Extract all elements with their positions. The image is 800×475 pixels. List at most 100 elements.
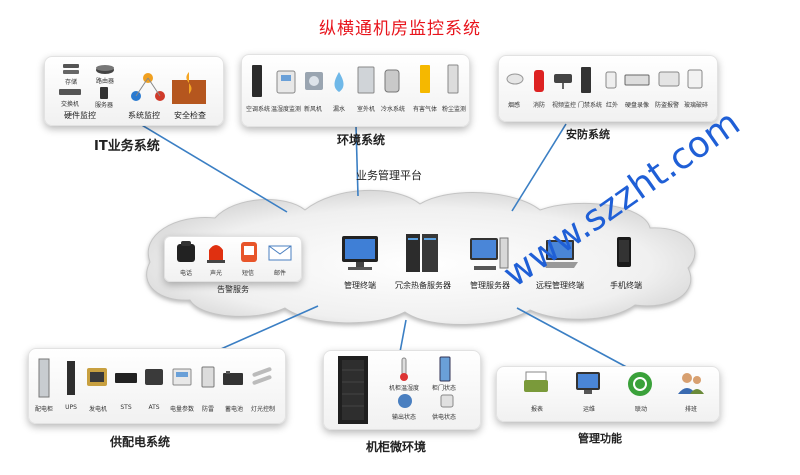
sec-item-2: 视频监控	[551, 102, 576, 109]
mobile-icon	[617, 237, 631, 267]
management-label: 管理功能	[578, 432, 622, 445]
link-env	[355, 125, 359, 197]
gas-sensor-icon	[420, 65, 430, 93]
fire-extinguisher-icon	[534, 70, 544, 92]
dust-sensor-icon	[447, 64, 459, 94]
fan-icon	[305, 72, 323, 90]
power-item-2: 发电机	[88, 406, 107, 413]
remote-terminal-label: 远程管理终端	[536, 281, 584, 290]
lightning-protector-icon	[201, 366, 215, 388]
hotstandby-label: 冗余热备服务器	[395, 281, 451, 290]
security-system-label: 安防系统	[566, 128, 610, 141]
mgmt-item-0: 报表	[530, 406, 543, 413]
outdoor-unit-icon	[357, 66, 375, 94]
mgmt-item-1: 运维	[582, 406, 595, 413]
linkage-refresh-icon	[628, 372, 652, 396]
cabinet-item-2: 输出状态	[391, 414, 416, 421]
power-item-4: ATS	[148, 404, 160, 411]
phone-icon	[177, 241, 195, 262]
alarm-service-label: 告警服务	[217, 285, 249, 294]
env-item-0: 空调系统	[245, 106, 270, 113]
power-item-8: 灯光控制	[250, 406, 275, 413]
distribution-cabinet-icon	[38, 358, 50, 398]
it-item-router: 路由器	[95, 78, 114, 85]
sec-item-7: 玻璃破碎	[683, 102, 708, 109]
sec-item-6: 防盗报警	[654, 102, 679, 109]
cabinet-system-label: 机柜微环境	[366, 440, 427, 454]
alarm-item-phone: 电话	[179, 270, 192, 277]
report-printer-icon	[524, 371, 548, 392]
env-item-6: 有害气体	[412, 106, 437, 113]
env-system-label: 环境系统	[337, 133, 386, 147]
power-meter-icon	[172, 368, 192, 386]
it-system-label: IT业务系统	[94, 139, 160, 154]
link-security	[511, 123, 567, 212]
switch-icon	[59, 89, 81, 95]
env-item-3: 漏水	[332, 106, 345, 113]
power-item-5: 电量参数	[169, 406, 194, 413]
page-title: 纵横通机房监控系统	[319, 19, 481, 39]
ops-monitor-icon	[576, 372, 600, 394]
link-management	[516, 307, 633, 371]
router-icon	[96, 65, 114, 74]
sec-item-3: 门禁系统	[578, 102, 603, 109]
cabinet-icon	[338, 356, 368, 424]
aircon-icon	[252, 65, 262, 97]
alarm-item-siren: 声光	[209, 270, 222, 277]
it-item-switch: 交换机	[60, 101, 79, 108]
env-item-5: 冷水系统	[380, 106, 405, 113]
mgmt-item-2: 联动	[634, 406, 647, 413]
server-icon	[100, 87, 108, 99]
link-it	[129, 117, 288, 213]
cloud-platform	[146, 189, 696, 325]
mgmt-item-3: 排班	[684, 406, 697, 413]
storage-icon	[63, 64, 79, 74]
env-item-1: 温湿度监测	[270, 106, 301, 113]
server-label: 管理服务器	[470, 281, 510, 290]
it-item-storage: 存储	[64, 79, 77, 86]
generator-icon	[87, 368, 107, 386]
mail-icon	[268, 245, 292, 261]
glass-break-icon	[687, 69, 703, 89]
alarm-icon	[658, 71, 680, 87]
siren-icon	[207, 245, 225, 263]
monitor-icon	[342, 236, 378, 270]
door-access-icon	[581, 67, 591, 93]
sec-item-5: 硬盘录像	[624, 102, 649, 109]
mobile-label: 手机终端	[610, 281, 642, 290]
alarm-item-mail: 邮件	[273, 270, 286, 277]
camera-icon	[554, 74, 572, 89]
link-cabinet	[399, 319, 407, 353]
output-status-icon	[398, 394, 412, 408]
power-item-6: 防雷	[201, 406, 214, 413]
nvr-icon	[624, 74, 650, 86]
server-workstation-icon	[470, 237, 509, 270]
it-item-server: 服务器	[94, 102, 113, 109]
cabinet-item-0: 机柜温湿度	[388, 385, 419, 392]
power-item-7: 蓄电池	[224, 406, 243, 413]
sts-icon	[115, 373, 137, 383]
sms-icon	[241, 242, 257, 262]
firewall-icon	[172, 72, 206, 104]
env-item-7: 粉尘监测	[441, 106, 466, 113]
alarm-item-sms: 短信	[241, 270, 254, 277]
power-item-0: 配电柜	[34, 406, 53, 413]
sec-item-0: 烟感	[507, 102, 520, 109]
ats-icon	[145, 369, 163, 385]
env-item-2: 新风机	[303, 106, 322, 113]
it-item-hardware: 硬件监控	[64, 111, 96, 120]
schedule-users-icon	[678, 373, 704, 394]
cabinet-item-1: 柜门状态	[431, 385, 456, 392]
sec-item-4: 红外	[605, 102, 618, 109]
chiller-icon	[384, 69, 400, 93]
power-item-1: UPS	[65, 404, 77, 411]
terminal-label: 管理终端	[344, 281, 376, 290]
thermometer-icon	[276, 70, 296, 94]
door-sensor-icon	[439, 356, 451, 382]
it-item-security-check: 安全检查	[174, 111, 206, 120]
ups-icon	[67, 361, 75, 395]
sec-item-1: 消防	[532, 102, 545, 109]
infrared-icon	[605, 71, 617, 89]
laptop-icon	[542, 240, 578, 268]
